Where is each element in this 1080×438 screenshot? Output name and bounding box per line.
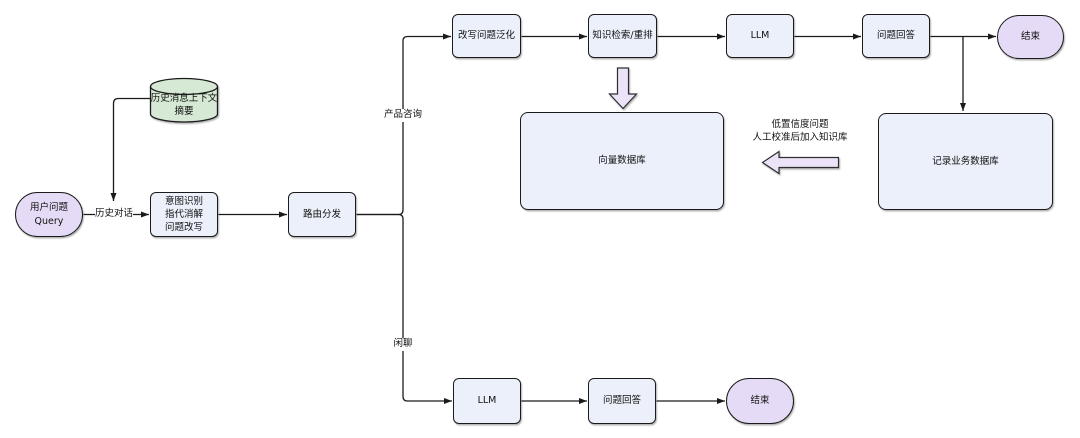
node-rewrite-generalize: 改写问题泛化 xyxy=(452,14,521,58)
edge-label-low-confidence: 低置信度问题 人工校准后加入知识库 xyxy=(752,119,848,143)
node-answer-top: 问题回答 xyxy=(862,14,930,58)
node-llm-top: LLM xyxy=(726,14,794,58)
cylinder-history-context-shape xyxy=(149,77,219,123)
node-end-bottom: 结束 xyxy=(726,378,794,424)
edge-group xyxy=(83,33,996,404)
cylinder-top-arc xyxy=(149,86,219,96)
node-llm-bottom: LLM xyxy=(453,378,521,424)
edge-router-to-llm-bottom xyxy=(356,213,452,404)
block-arrow-recorddb-to-vectordb xyxy=(761,150,840,175)
edge-label-chitchat: 闲聊 xyxy=(391,338,415,351)
edge-history-context-to-flow xyxy=(110,97,151,201)
node-router: 路由分发 xyxy=(288,192,356,237)
node-user-query: 用户问题 Query xyxy=(15,192,83,237)
node-history-context: 历史消息上下文 摘要 xyxy=(150,92,218,117)
edge-router-to-rewrite xyxy=(356,33,451,216)
node-record-db: 记录业务数据库 xyxy=(878,113,1053,210)
node-answer-bottom: 问题回答 xyxy=(588,378,656,424)
node-end-top: 结束 xyxy=(997,15,1064,59)
edge-label-history-dialog: 历史对话 xyxy=(95,208,134,221)
block-arrow-retrieve-to-vectordb xyxy=(608,67,638,110)
node-intent-recognition: 意图识别 指代消解 问题改写 xyxy=(150,192,218,237)
node-vector-db: 向量数据库 xyxy=(520,112,724,210)
edge-label-product-consult: 产品咨询 xyxy=(383,109,423,122)
node-knowledge-retrieve: 知识检索/重排 xyxy=(588,14,657,58)
